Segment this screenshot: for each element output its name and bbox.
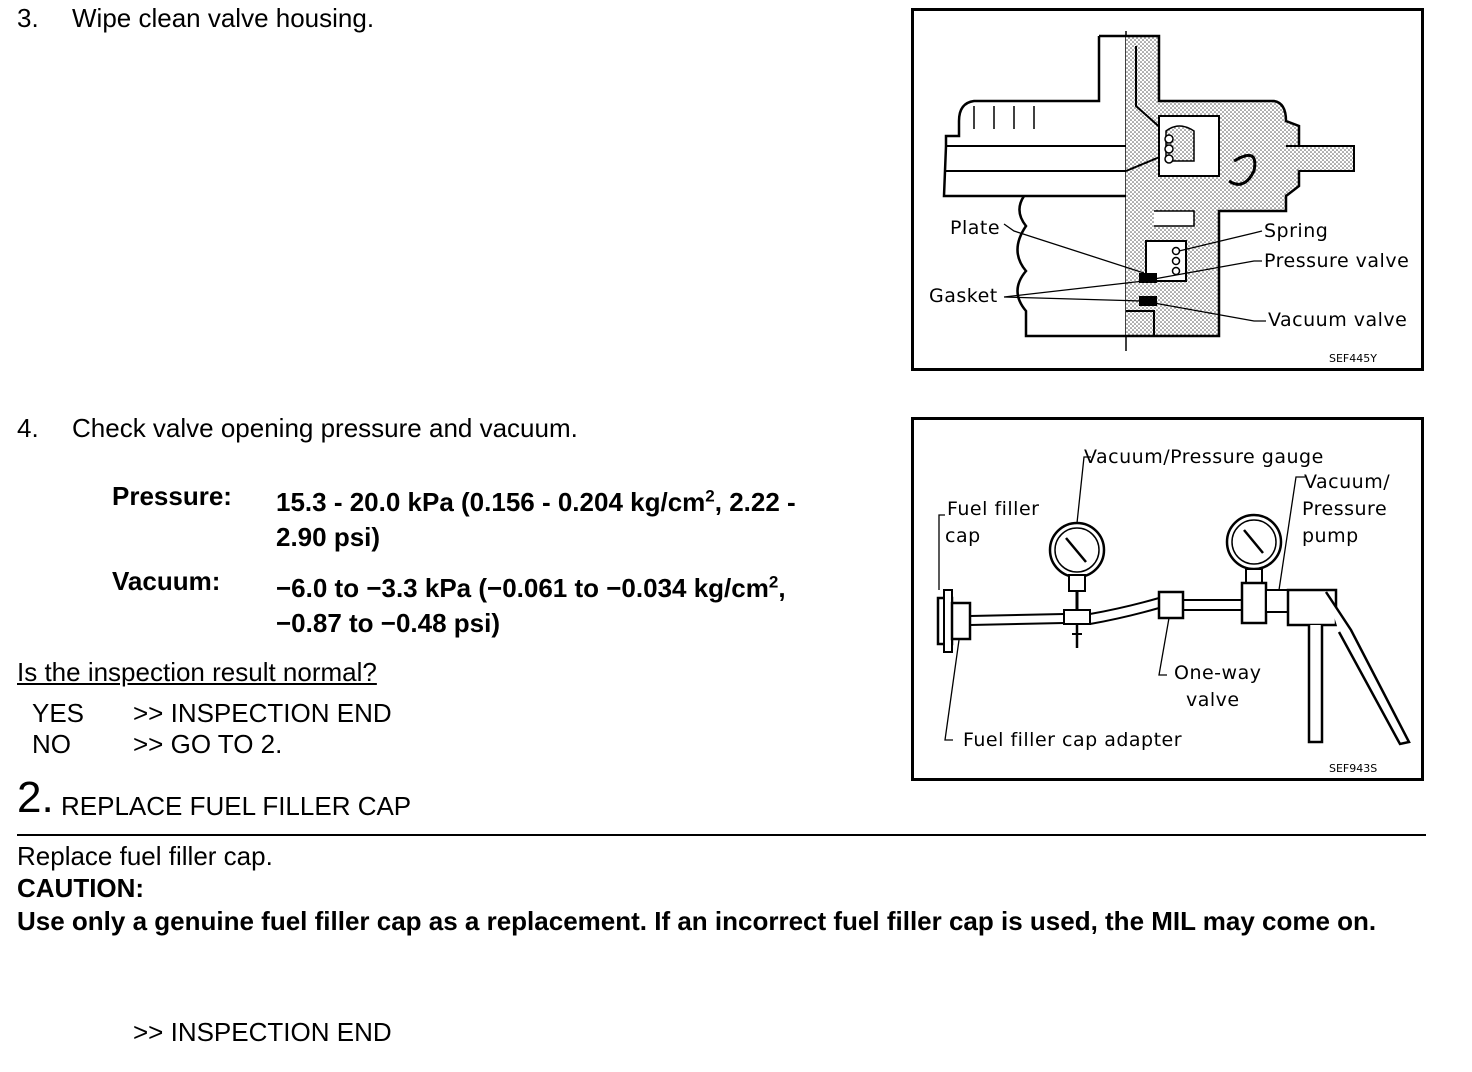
- oneway-label-line2: valve: [1186, 689, 1240, 711]
- pressure-valve-label: Pressure valve: [1264, 250, 1409, 272]
- gasket-label: Gasket: [929, 285, 998, 307]
- step-4-number: 4.: [17, 413, 39, 443]
- answer-no-link[interactable]: >> GO TO 2.: [133, 729, 283, 759]
- figure-code: SEF943S: [1329, 762, 1377, 775]
- pressure-superscript: 2: [705, 486, 715, 506]
- inspection-question: Is the inspection result normal?: [17, 657, 377, 687]
- pressure-value-text: 15.3 - 20.0 kPa (0.156 - 0.204 kg/cm: [276, 487, 706, 517]
- answer-yes-link[interactable]: >> INSPECTION END: [133, 698, 392, 728]
- pressure-test-setup-drawing: Vacuum/Pressure gauge Vacuum/ Pressure p…: [936, 446, 1411, 775]
- caution-text: Use only a genuine fuel filler cap as a …: [17, 906, 1377, 936]
- vacuum-value-text: −6.0 to −3.3 kPa (−0.061 to −0.034 kg/cm: [276, 573, 769, 603]
- pressure-label: Pressure:: [112, 481, 232, 511]
- valve-cross-section-figure: Plate Gasket Spring Pressure valve Vacuu…: [911, 8, 1424, 371]
- spring-label: Spring: [1264, 220, 1328, 242]
- vacuum-superscript: 2: [768, 572, 779, 592]
- adapter-label: Fuel filler cap adapter: [963, 729, 1182, 751]
- step-4-text: Check valve opening pressure and vacuum.: [72, 413, 578, 443]
- step-3-number: 3.: [17, 3, 39, 33]
- replace-instruction: Replace fuel filler cap.: [17, 841, 273, 871]
- vacuum-valve-label: Vacuum valve: [1268, 309, 1407, 331]
- inspection-end-link[interactable]: >> INSPECTION END: [133, 1017, 392, 1047]
- section-2-title: REPLACE FUEL FILLER CAP: [61, 791, 412, 821]
- pressure-value-tail: , 2.22 -: [714, 487, 796, 517]
- cap-label-line2: cap: [945, 525, 981, 547]
- pressure-value-line2: 2.90 psi): [276, 522, 381, 552]
- cap-label-line1: Fuel filler: [947, 498, 1039, 520]
- pump-label-line1: Vacuum/: [1304, 471, 1390, 493]
- pump-label-line2: Pressure: [1302, 498, 1387, 520]
- valve-cross-section-drawing: Plate Gasket Spring Pressure valve Vacuu…: [929, 31, 1409, 365]
- oneway-label-line1: One-way: [1174, 662, 1261, 684]
- plate-label: Plate: [950, 217, 1000, 239]
- answer-yes-key: YES: [32, 698, 85, 728]
- pressure-test-setup-figure: Vacuum/Pressure gauge Vacuum/ Pressure p…: [911, 417, 1424, 781]
- vacuum-label: Vacuum:: [112, 566, 221, 596]
- figure-code: SEF445Y: [1329, 352, 1377, 365]
- caution-label: CAUTION:: [17, 873, 145, 903]
- answer-no-key: NO: [32, 729, 71, 759]
- vacuum-value-line2: −0.87 to −0.48 psi): [276, 608, 501, 638]
- pressure-value-line1: 15.3 - 20.0 kPa (0.156 - 0.204 kg/cm2, 2…: [276, 485, 796, 520]
- vacuum-value-line1: −6.0 to −3.3 kPa (−0.061 to −0.034 kg/cm…: [276, 571, 786, 606]
- gauge-label: Vacuum/Pressure gauge: [1084, 446, 1324, 468]
- vacuum-value-tail: ,: [778, 573, 786, 603]
- section-divider: [17, 834, 1426, 836]
- pump-label-line3: pump: [1302, 525, 1359, 547]
- section-2-number: 2.: [17, 773, 54, 822]
- step-3-text: Wipe clean valve housing.: [72, 3, 375, 33]
